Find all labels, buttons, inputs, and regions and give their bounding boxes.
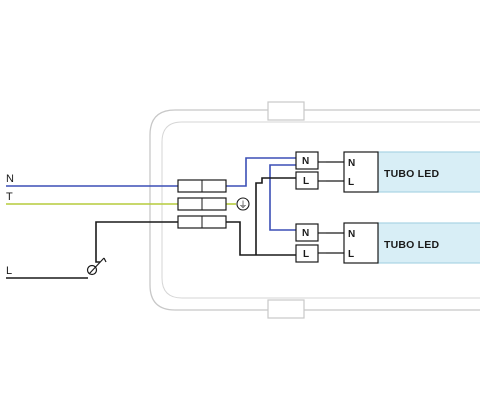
terminal-1-l-box (295, 171, 319, 190)
earth-symbol: ⏚ (236, 197, 250, 211)
terminal-1-n-label: N (302, 156, 309, 167)
led-tube-1-pin-n-label: N (348, 158, 355, 169)
earth-symbol-ring (236, 197, 250, 211)
neutral-line-label: N (6, 173, 14, 185)
led-tube-2-pin-n-label: N (348, 229, 355, 240)
terminal-2-l-label: L (303, 249, 309, 260)
live-wire-switched (95, 221, 180, 263)
terminal-2-l-box (295, 244, 319, 263)
switch-lever-tip (103, 257, 107, 263)
led-tube-1: N L TUBO LED (326, 151, 480, 193)
neutral-wire-to-terminal-1 (224, 157, 296, 187)
terminal-2-n-label: N (302, 228, 309, 239)
terminal-block-1: N L (295, 151, 319, 190)
terminal-block-2: N L (295, 223, 319, 263)
housing-outline (149, 109, 480, 311)
luminaire-housing (149, 101, 480, 319)
terminal-1-l-label: L (303, 176, 309, 187)
housing-inner-outline (161, 121, 480, 299)
led-tube-2-pin-l-label: L (348, 249, 354, 260)
live-line-label: L (6, 265, 12, 277)
led-tube-2-label: TUBO LED (384, 239, 439, 251)
terminal-2-n-box (295, 223, 319, 242)
earth-icon: ⏚ (238, 200, 247, 210)
led-tube-2: N L TUBO LED (326, 222, 480, 264)
housing-top-clip (267, 101, 305, 121)
led-tube-1-label: TUBO LED (384, 168, 439, 180)
led-tube-2-cap (343, 222, 379, 264)
wiring (6, 157, 326, 279)
led-tube-1-cap (343, 151, 379, 193)
terminal-1-n-box (295, 151, 319, 170)
housing-bottom-clip (267, 299, 305, 319)
live-wire-to-terminal-1 (255, 177, 296, 255)
switch-lever (88, 257, 105, 275)
earth-line-label: T (6, 191, 13, 203)
neutral-wire-to-terminal-2 (269, 164, 296, 231)
live-wire-to-terminal-2 (224, 221, 296, 256)
connector-block (177, 179, 227, 229)
light-switch (86, 257, 107, 276)
led-tube-1-pin-l-label: L (348, 177, 354, 188)
